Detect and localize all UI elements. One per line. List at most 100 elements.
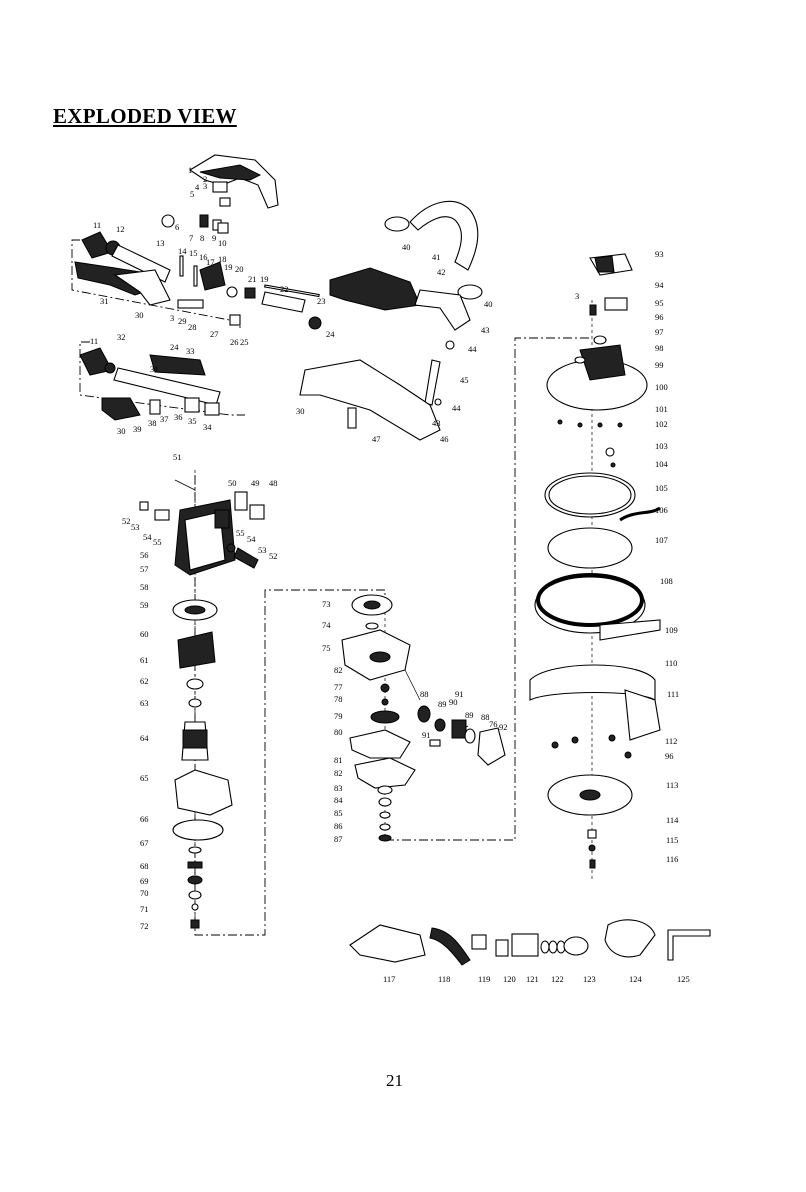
- part-label: 69: [140, 876, 149, 886]
- part-label: 118: [438, 974, 450, 984]
- part-label: 38: [148, 418, 157, 428]
- part-label: 59: [140, 600, 149, 610]
- part-label: 106: [655, 505, 668, 515]
- part-label: 107: [655, 535, 668, 545]
- part-label: 53: [131, 522, 140, 532]
- part-label: 18: [218, 254, 227, 264]
- part-label: 42: [437, 267, 446, 277]
- motor-assembly: [139, 479, 265, 929]
- part-label: 116: [666, 854, 678, 864]
- part-label: 71: [140, 904, 149, 914]
- part-label: 23: [317, 296, 326, 306]
- part-label: 108: [660, 576, 673, 586]
- part-label: 54: [247, 534, 256, 544]
- part-label: 63: [140, 698, 149, 708]
- part-label: 85: [334, 808, 343, 818]
- part-label: 112: [665, 736, 677, 746]
- part-label: 37: [160, 414, 169, 424]
- part-label: 111: [667, 689, 679, 699]
- gear-assembly: [341, 594, 506, 842]
- part-label: 40: [484, 299, 493, 309]
- part-label: 30: [135, 310, 144, 320]
- part-label: 21: [248, 274, 257, 284]
- part-label: 80: [334, 727, 343, 737]
- part-label: 19: [260, 274, 269, 284]
- part-label: 29: [178, 316, 187, 326]
- part-label: 79: [334, 711, 343, 721]
- part-label: 74: [322, 620, 331, 630]
- part-label: 61: [140, 655, 149, 665]
- part-label: 31: [100, 296, 109, 306]
- part-label: 51: [173, 452, 182, 462]
- part-label: 11: [90, 336, 98, 346]
- part-label: 43: [432, 418, 441, 428]
- part-label: 52: [269, 551, 278, 561]
- part-label: 122: [551, 974, 564, 984]
- part-label: 44: [452, 403, 461, 413]
- part-label: 7: [189, 233, 193, 243]
- part-label: 54: [143, 532, 152, 542]
- part-label: 98: [655, 343, 664, 353]
- part-label: 30: [296, 406, 305, 416]
- part-label: 91: [455, 689, 464, 699]
- part-label: 96: [655, 312, 664, 322]
- page-number: 21: [386, 1071, 403, 1090]
- part-label: 75: [322, 643, 331, 653]
- part-label: 89: [465, 710, 474, 720]
- part-label: 36: [174, 412, 183, 422]
- part-label: 46: [440, 434, 449, 444]
- part-label: 3: [203, 181, 207, 191]
- part-label: 90: [449, 697, 458, 707]
- part-label: 1: [188, 165, 192, 175]
- part-label: 25: [240, 337, 249, 347]
- part-label: 17: [206, 257, 215, 267]
- part-label: 39: [133, 424, 142, 434]
- part-label: 49: [251, 478, 260, 488]
- part-label: 20: [235, 264, 244, 274]
- part-label: 91: [422, 730, 431, 740]
- part-label: 33: [186, 346, 195, 356]
- part-label: 109: [665, 625, 678, 635]
- part-label: 4: [195, 182, 200, 192]
- part-label: 5: [190, 189, 194, 199]
- part-label: 50: [228, 478, 237, 488]
- part-label: 35: [188, 416, 197, 426]
- part-label: 86: [334, 821, 343, 831]
- part-label: 30: [117, 426, 126, 436]
- part-label: 32: [117, 332, 126, 342]
- part-label: 113: [666, 780, 678, 790]
- page-title: EXPLODED VIEW: [53, 104, 237, 128]
- part-label: 41: [432, 252, 441, 262]
- part-label: 87: [334, 834, 343, 844]
- part-label: 82: [334, 768, 343, 778]
- part-label: 62: [140, 676, 149, 686]
- accessories: [349, 919, 711, 966]
- part-label: 43: [481, 325, 490, 335]
- part-label: 93: [655, 249, 664, 259]
- part-label: 102: [655, 419, 668, 429]
- part-label: 58: [140, 582, 149, 592]
- part-label: 45: [460, 375, 469, 385]
- part-label: 15: [189, 248, 198, 258]
- part-label: 68: [140, 861, 149, 871]
- part-label: 100: [655, 382, 668, 392]
- part-label: 81: [334, 755, 343, 765]
- part-label: 48: [269, 478, 278, 488]
- handle-assembly: [74, 154, 322, 421]
- part-label: 6: [175, 222, 179, 232]
- part-label: 67: [140, 838, 149, 848]
- part-label: 92: [499, 722, 508, 732]
- part-label: 8: [200, 233, 204, 243]
- part-label: 82: [334, 665, 343, 675]
- part-label: 14: [178, 246, 187, 256]
- part-label: 88: [420, 689, 429, 699]
- part-label: 53: [258, 545, 267, 555]
- part-label: 95: [655, 298, 664, 308]
- part-label: 55: [236, 528, 245, 538]
- part-label: 101: [655, 404, 668, 414]
- part-label: 65: [140, 773, 149, 783]
- part-label: 16: [199, 252, 208, 262]
- part-label: 83: [334, 783, 343, 793]
- part-label: 78: [334, 694, 343, 704]
